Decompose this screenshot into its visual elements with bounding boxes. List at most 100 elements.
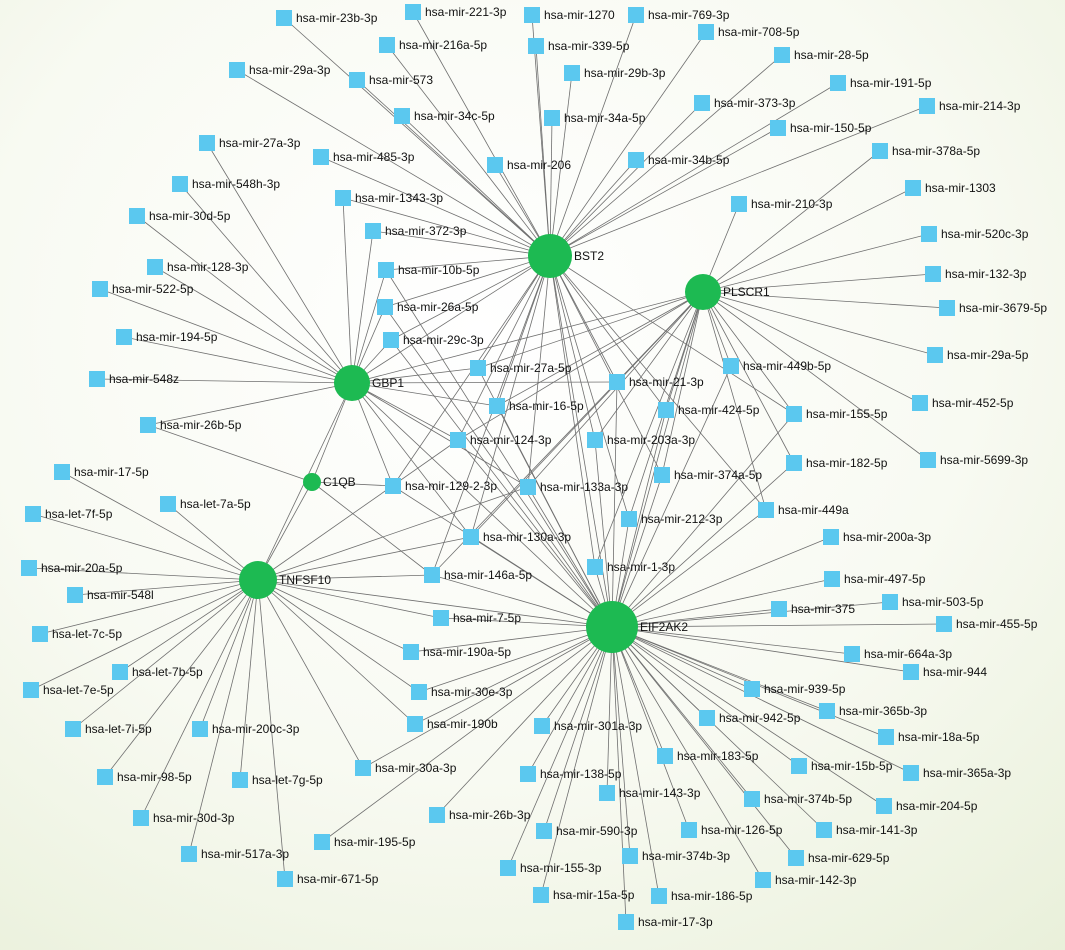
gene-node-c1qb[interactable] [303, 473, 321, 491]
mirna-node-hsa-mir-449a[interactable] [758, 502, 774, 518]
mirna-node-hsa-mir-26b-3p[interactable] [429, 807, 445, 823]
mirna-node-hsa-mir-204-5p[interactable] [876, 798, 892, 814]
mirna-node-hsa-mir-212-3p[interactable] [621, 511, 637, 527]
mirna-node-hsa-mir-142-3p[interactable] [755, 872, 771, 888]
mirna-node-hsa-let-7g-5p[interactable] [232, 772, 248, 788]
mirna-node-hsa-mir-30e-3p[interactable] [411, 684, 427, 700]
mirna-node-hsa-mir-190a-5p[interactable] [403, 644, 419, 660]
mirna-node-hsa-let-7e-5p[interactable] [23, 682, 39, 698]
mirna-node-hsa-mir-1343-3p[interactable] [335, 190, 351, 206]
mirna-node-hsa-mir-365b-3p[interactable] [819, 703, 835, 719]
mirna-node-hsa-let-7b-5p[interactable] [112, 664, 128, 680]
mirna-node-hsa-mir-485-3p[interactable] [313, 149, 329, 165]
mirna-node-hsa-mir-195-5p[interactable] [314, 834, 330, 850]
mirna-node-hsa-mir-664a-3p[interactable] [844, 646, 860, 662]
mirna-node-hsa-mir-374b-5p[interactable] [744, 791, 760, 807]
mirna-node-hsa-mir-214-3p[interactable] [919, 98, 935, 114]
mirna-node-hsa-mir-183-5p[interactable] [657, 748, 673, 764]
mirna-node-hsa-mir-522-5p[interactable] [92, 281, 108, 297]
mirna-node-hsa-mir-132-3p[interactable] [925, 266, 941, 282]
mirna-node-hsa-mir-143-3p[interactable] [599, 785, 615, 801]
mirna-node-hsa-mir-373-3p[interactable] [694, 95, 710, 111]
mirna-node-hsa-mir-17-5p[interactable] [54, 464, 70, 480]
mirna-node-hsa-mir-126-5p[interactable] [681, 822, 697, 838]
mirna-node-hsa-mir-200c-3p[interactable] [192, 721, 208, 737]
mirna-node-hsa-mir-128-3p[interactable] [147, 259, 163, 275]
mirna-node-hsa-mir-17-3p[interactable] [618, 914, 634, 930]
mirna-node-hsa-mir-939-5p[interactable] [744, 681, 760, 697]
mirna-node-hsa-mir-944[interactable] [903, 664, 919, 680]
mirna-node-hsa-mir-28-5p[interactable] [774, 47, 790, 63]
mirna-node-hsa-mir-200a-3p[interactable] [823, 529, 839, 545]
mirna-node-hsa-mir-27a-3p[interactable] [199, 135, 215, 151]
mirna-node-hsa-mir-29a-5p[interactable] [927, 347, 943, 363]
mirna-node-hsa-mir-449b-5p[interactable] [723, 358, 739, 374]
mirna-node-hsa-let-7f-5p[interactable] [25, 506, 41, 522]
mirna-node-hsa-mir-503-5p[interactable] [882, 594, 898, 610]
mirna-node-hsa-mir-1303[interactable] [905, 180, 921, 196]
mirna-node-hsa-mir-221-3p[interactable] [405, 4, 421, 20]
mirna-node-hsa-mir-23b-3p[interactable] [276, 10, 292, 26]
mirna-node-hsa-mir-15a-5p[interactable] [533, 887, 549, 903]
mirna-node-hsa-mir-191-5p[interactable] [830, 75, 846, 91]
mirna-node-hsa-let-7c-5p[interactable] [32, 626, 48, 642]
mirna-node-hsa-mir-7-5p[interactable] [433, 610, 449, 626]
mirna-node-hsa-mir-548h-3p[interactable] [172, 176, 188, 192]
mirna-node-hsa-mir-124-3p[interactable] [450, 432, 466, 448]
mirna-node-hsa-let-7a-5p[interactable] [160, 496, 176, 512]
mirna-node-hsa-mir-30a-3p[interactable] [355, 760, 371, 776]
mirna-node-hsa-mir-372-3p[interactable] [365, 223, 381, 239]
mirna-node-hsa-mir-129-2-3p[interactable] [385, 478, 401, 494]
mirna-node-hsa-mir-455-5p[interactable] [936, 616, 952, 632]
mirna-node-hsa-mir-186-5p[interactable] [651, 888, 667, 904]
mirna-node-hsa-mir-29b-3p[interactable] [564, 65, 580, 81]
mirna-node-hsa-mir-34b-5p[interactable] [628, 152, 644, 168]
mirna-node-hsa-mir-194-5p[interactable] [116, 329, 132, 345]
mirna-node-hsa-mir-210-3p[interactable] [731, 196, 747, 212]
mirna-node-hsa-mir-708-5p[interactable] [698, 24, 714, 40]
mirna-node-hsa-mir-26b-5p[interactable] [140, 417, 156, 433]
mirna-node-hsa-mir-216a-5p[interactable] [379, 37, 395, 53]
mirna-node-hsa-mir-497-5p[interactable] [824, 571, 840, 587]
mirna-node-hsa-mir-138-5p[interactable] [520, 766, 536, 782]
gene-node-tnfsf10[interactable] [239, 561, 277, 599]
mirna-node-hsa-mir-27a-5p[interactable] [470, 360, 486, 376]
gene-node-eif2ak2[interactable] [586, 601, 638, 653]
mirna-node-hsa-mir-942-5p[interactable] [699, 710, 715, 726]
mirna-node-hsa-mir-30d-3p[interactable] [133, 810, 149, 826]
gene-node-plscr1[interactable] [685, 274, 721, 310]
mirna-node-hsa-mir-141-3p[interactable] [816, 822, 832, 838]
mirna-node-hsa-mir-29a-3p[interactable] [229, 62, 245, 78]
mirna-node-hsa-mir-10b-5p[interactable] [378, 262, 394, 278]
mirna-node-hsa-mir-1270[interactable] [524, 7, 540, 23]
mirna-node-hsa-mir-34a-5p[interactable] [544, 110, 560, 126]
mirna-node-hsa-mir-18a-5p[interactable] [878, 729, 894, 745]
mirna-node-hsa-mir-5699-3p[interactable] [920, 452, 936, 468]
mirna-node-hsa-mir-21-3p[interactable] [609, 374, 625, 390]
mirna-node-hsa-mir-20a-5p[interactable] [21, 560, 37, 576]
mirna-node-hsa-mir-365a-3p[interactable] [903, 765, 919, 781]
mirna-node-hsa-mir-150-5p[interactable] [770, 120, 786, 136]
mirna-node-hsa-mir-548z[interactable] [89, 371, 105, 387]
mirna-node-hsa-mir-155-5p[interactable] [786, 406, 802, 422]
mirna-node-hsa-mir-133a-3p[interactable] [520, 479, 536, 495]
mirna-node-hsa-mir-339-5p[interactable] [528, 38, 544, 54]
mirna-node-hsa-mir-520c-3p[interactable] [921, 226, 937, 242]
mirna-node-hsa-mir-517a-3p[interactable] [181, 846, 197, 862]
mirna-node-hsa-mir-15b-5p[interactable] [791, 758, 807, 774]
gene-node-bst2[interactable] [528, 234, 572, 278]
mirna-node-hsa-mir-190b[interactable] [407, 716, 423, 732]
mirna-node-hsa-mir-26a-5p[interactable] [377, 299, 393, 315]
mirna-node-hsa-mir-16-5p[interactable] [489, 398, 505, 414]
mirna-node-hsa-mir-146a-5p[interactable] [424, 567, 440, 583]
mirna-node-hsa-mir-1-3p[interactable] [587, 559, 603, 575]
mirna-node-hsa-mir-378a-5p[interactable] [872, 143, 888, 159]
mirna-node-hsa-mir-590-3p[interactable] [536, 823, 552, 839]
gene-node-gbp1[interactable] [334, 365, 370, 401]
mirna-node-hsa-mir-548l[interactable] [67, 587, 83, 603]
mirna-node-hsa-mir-629-5p[interactable] [788, 850, 804, 866]
mirna-node-hsa-let-7i-5p[interactable] [65, 721, 81, 737]
mirna-node-hsa-mir-206[interactable] [487, 157, 503, 173]
mirna-node-hsa-mir-30d-5p[interactable] [129, 208, 145, 224]
mirna-node-hsa-mir-182-5p[interactable] [786, 455, 802, 471]
